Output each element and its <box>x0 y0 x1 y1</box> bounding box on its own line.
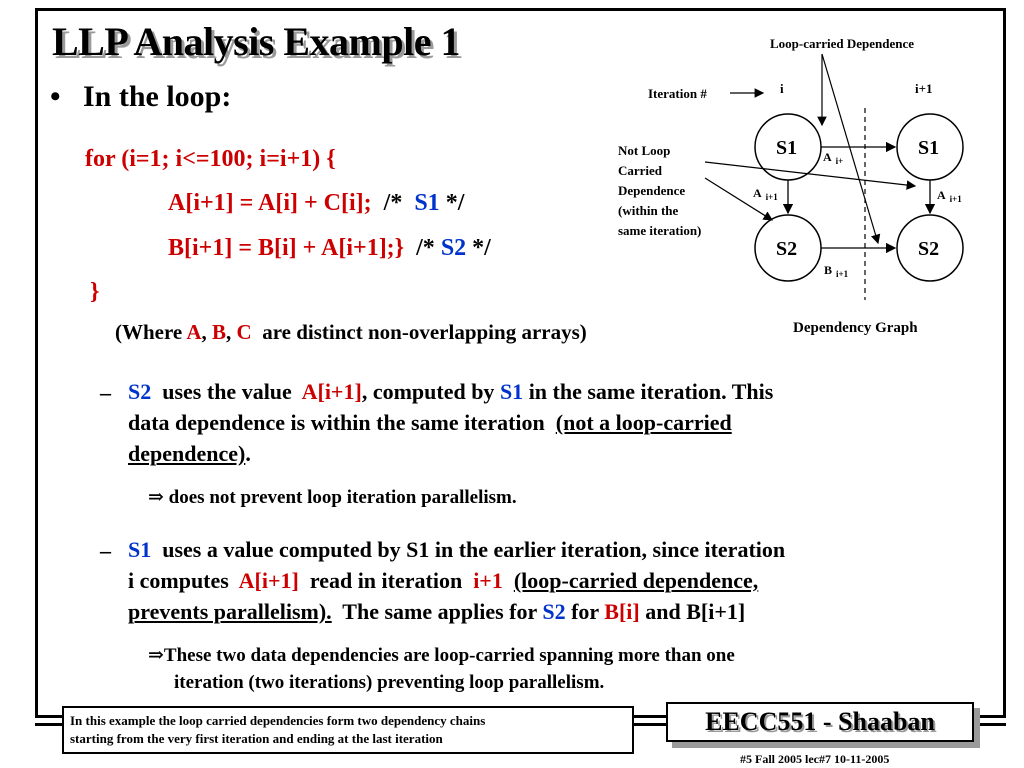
bullet-text: In the loop: <box>83 80 232 113</box>
loop-carried-pointer-2 <box>821 53 881 245</box>
label-s2: S2 <box>128 379 152 404</box>
footer-rule-mid <box>634 723 668 726</box>
column-ip1: i+1 <box>915 81 933 96</box>
code-label-s2: S2 <box>440 235 467 261</box>
code-line-s1: A[i+1] = A[i] + C[i]; /* S1 */ <box>168 190 464 217</box>
svg-text:S2: S2 <box>776 238 797 260</box>
where-note: (Where A, B, C are distinct non-overlapp… <box>115 320 587 344</box>
within-iteration-pointer-2 <box>704 161 917 190</box>
course-badge: EECC551 - Shaaban <box>666 702 974 742</box>
graph-caption: Dependency Graph <box>793 320 918 336</box>
code-line-close: } <box>90 279 100 305</box>
slide-title: LLP Analysis Example 1 <box>52 19 460 64</box>
footer-note: In this example the loop carried depende… <box>62 706 634 754</box>
value-a-ip1: A[i+1] <box>301 379 362 404</box>
point1-dash: – <box>100 380 111 405</box>
node-s2-ip1 <box>896 214 964 282</box>
code-stmt-s1: A[i+1] = A[i] + C[i]; <box>168 190 372 216</box>
point1-text: S2 uses the value A[i+1], computed by S1… <box>128 379 774 466</box>
svg-text:S2: S2 <box>918 238 939 260</box>
svg-text:S1: S1 <box>918 137 939 159</box>
within-iteration-pointer-1 <box>704 177 774 221</box>
code-comment-close: */ <box>472 235 491 261</box>
point2-dash: – <box>100 538 111 563</box>
code-label-s1: S1 <box>414 190 440 216</box>
array-c: C <box>236 320 252 344</box>
array-b: B <box>212 320 227 344</box>
point2-text: S1 uses a value computed by S1 in the ea… <box>128 537 786 624</box>
footer-rule-left <box>35 723 64 726</box>
code-comment-close: */ <box>445 190 465 216</box>
label-s1: S1 <box>499 379 524 404</box>
footer-rule-right <box>974 723 1006 726</box>
point2-implication: ⇒These two data dependencies are loop-ca… <box>148 645 735 693</box>
dependency-graph: Loop-carried Dependence Iteration # i i+… <box>618 36 964 336</box>
array-a: A <box>186 320 202 344</box>
svg-text:S1: S1 <box>776 137 797 159</box>
code-comment-open: /* <box>416 235 435 261</box>
not-loop-carried-label: Not Loop Carried Dependence (within the … <box>618 143 701 238</box>
point1-implication: ⇒ does not prevent loop iteration parall… <box>148 487 517 508</box>
value-a-ip1: A[i+1] <box>238 568 299 593</box>
code-line-s2: B[i+1] = B[i] + A[i+1];} /* S2 */ <box>168 235 491 262</box>
code-stmt-s2: B[i+1] = B[i] + A[i+1];} <box>168 235 405 261</box>
code-comment-open: /* <box>383 190 403 216</box>
label-s2: S2 <box>542 599 566 624</box>
iteration-label: Iteration # <box>648 86 707 101</box>
column-i: i <box>780 81 784 96</box>
label-s1: S1 <box>128 537 152 562</box>
value-ip1: i+1 <box>473 568 503 593</box>
value-b-i: B[i] <box>604 599 640 624</box>
page-info: #5 Fall 2005 lec#7 10-11-2005 <box>740 752 890 766</box>
bullet-marker: • <box>50 80 61 113</box>
loop-carried-label: Loop-carried Dependence <box>770 36 914 51</box>
code-line-for: for (i=1; i<=100; i=i+1) { <box>85 146 336 172</box>
